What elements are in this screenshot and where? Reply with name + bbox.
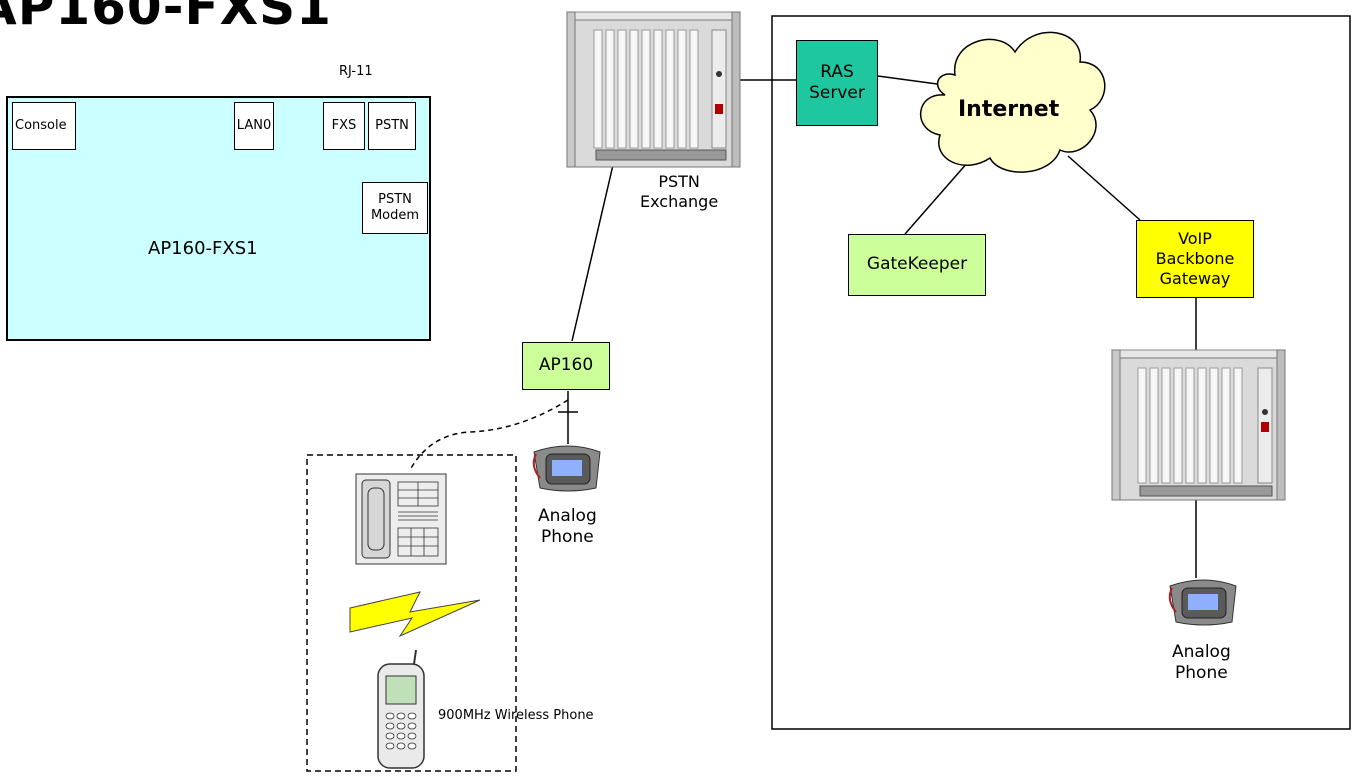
- lightning-bolt-icon: [349, 591, 481, 638]
- fxs-port-label: FXS: [331, 117, 357, 133]
- wireless-phone-enclosure: [306, 454, 517, 772]
- pstn-port: PSTN: [368, 102, 416, 150]
- fxs-port: FXS: [323, 102, 365, 150]
- analog-phone-right-label: Analog Phone: [1172, 642, 1231, 684]
- page-title: AP160-FXS1: [0, 0, 332, 36]
- link-exchange-ap160: [571, 164, 614, 342]
- link-internet-gatekeeper: [904, 161, 969, 235]
- voip-gateway-label: VoIP Backbone Gateway: [1155, 229, 1235, 288]
- internet-cloud-icon: [920, 31, 1106, 173]
- rj11-connector-label: RJ-11: [339, 64, 373, 79]
- internet-label: Internet: [958, 97, 1060, 122]
- lan0-port: LAN0: [234, 102, 274, 150]
- console-port: Console: [12, 102, 76, 150]
- internet-domain-border: [771, 15, 1351, 730]
- link-ap160-wireless-base: [409, 399, 569, 471]
- ap160-fxs1-panel-label: AP160-FXS1: [148, 238, 258, 259]
- pstn-exchange-label: PSTN Exchange: [640, 172, 719, 211]
- pstn-modem-port: PSTN Modem: [362, 182, 428, 234]
- lan0-port-label: LAN0: [236, 117, 272, 133]
- link-internet-gateway: [1067, 155, 1141, 221]
- analog-phone-left-label: Analog Phone: [538, 506, 597, 548]
- voip-backbone-gateway-node: VoIP Backbone Gateway: [1136, 220, 1254, 298]
- analog-phone-left-icon: [532, 445, 601, 492]
- pstn-modem-port-label: PSTN Modem: [370, 191, 420, 223]
- ap160-label: AP160: [538, 355, 594, 376]
- gatekeeper-node: GateKeeper: [848, 234, 986, 296]
- analog-phone-right-icon: [1168, 579, 1237, 626]
- ras-server-label: RAS Server: [809, 61, 865, 103]
- ras-server-node: RAS Server: [796, 40, 878, 126]
- gateway-rack-icon: [1110, 349, 1287, 501]
- wireless-base-station-icon: [355, 473, 447, 565]
- pstn-port-label: PSTN: [375, 117, 409, 133]
- gatekeeper-label: GateKeeper: [866, 254, 968, 275]
- console-port-label: Console: [15, 117, 67, 133]
- pstn-exchange-rack-icon: [565, 11, 742, 168]
- ap160-node: AP160: [522, 342, 610, 390]
- wireless-phone-label: 900MHz Wireless Phone: [438, 708, 594, 723]
- wireless-handset-icon: [377, 649, 425, 769]
